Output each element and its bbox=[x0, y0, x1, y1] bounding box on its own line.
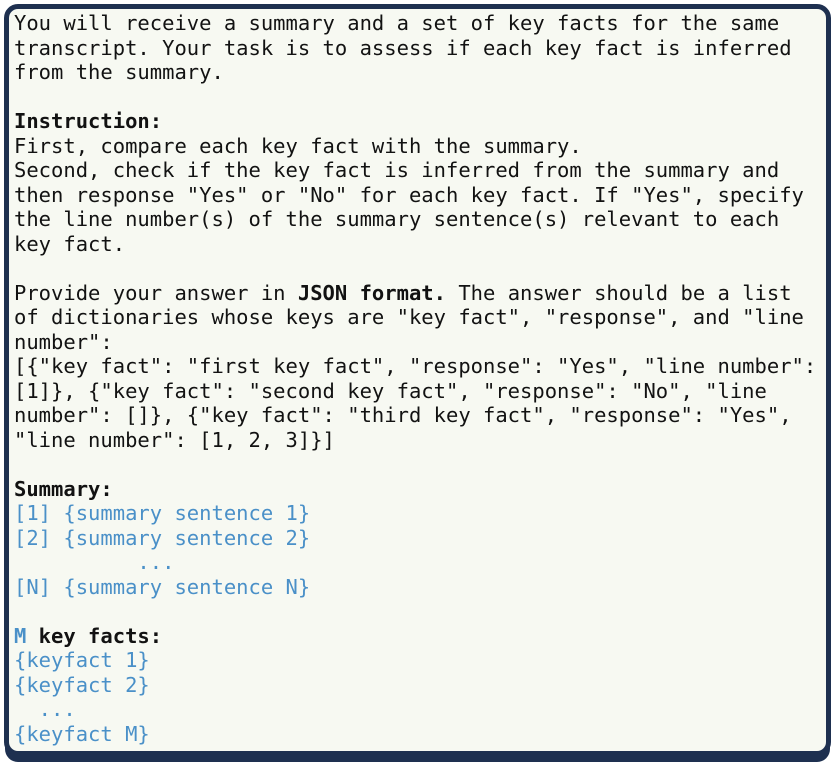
prompt-segment: then response "Yes" or "No" for each key… bbox=[14, 182, 804, 207]
prompt-segment: key facts: bbox=[26, 623, 163, 648]
prompt-segment: key fact. bbox=[14, 231, 126, 256]
placeholder-text: {keyfact 1} bbox=[14, 648, 150, 672]
prompt-segment: Summary: bbox=[14, 476, 113, 501]
prompt-line: Second, check if the key fact is inferre… bbox=[14, 158, 826, 183]
prompt-line: the line number(s) of the summary senten… bbox=[14, 207, 826, 232]
prompt-line: ... bbox=[14, 697, 826, 722]
prompt-segment: the line number(s) of the summary senten… bbox=[14, 207, 780, 231]
prompt-line: transcript. Your task is to assess if ea… bbox=[14, 36, 826, 61]
prompt-segment: "line number": [1, 2, 3]}] bbox=[14, 427, 335, 452]
prompt-segment: [1]}, {"key fact": "second key fact", "r… bbox=[14, 378, 767, 403]
prompt-line: You will receive a summary and a set of … bbox=[14, 11, 826, 36]
prompt-segment: transcript. Your task is to assess if ea… bbox=[14, 35, 792, 60]
prompt-segment: Instruction: bbox=[14, 109, 163, 133]
prompt-segment: Second, check if the key fact is inferre… bbox=[14, 158, 780, 182]
placeholder-text: [1] {summary sentence 1} bbox=[14, 501, 311, 525]
prompt-line: number": bbox=[14, 330, 826, 355]
prompt-line: {keyfact 2} bbox=[14, 673, 826, 698]
prompt-line: "line number": [1, 2, 3]}] bbox=[14, 428, 826, 453]
prompt-segment: [{"key fact": "first key fact", "respons… bbox=[14, 354, 817, 378]
prompt-line: M key facts: bbox=[14, 624, 826, 649]
prompt-segment: number": bbox=[14, 329, 113, 354]
prompt-line: {keyfact 1} bbox=[14, 648, 826, 673]
prompt-segment: Provide your answer in bbox=[14, 280, 298, 305]
placeholder-text: [2] {summary sentence 2} bbox=[14, 525, 311, 550]
prompt-line bbox=[14, 256, 826, 281]
prompt-line: Provide your answer in JSON format. The … bbox=[14, 281, 826, 306]
prompt-line: [2] {summary sentence 2} bbox=[14, 526, 826, 551]
placeholder-text: ... bbox=[14, 550, 175, 574]
prompt-text: You will receive a summary and a set of … bbox=[14, 11, 826, 746]
placeholder-text: {keyfact 2} bbox=[14, 672, 150, 697]
prompt-line: [1] {summary sentence 1} bbox=[14, 501, 826, 526]
prompt-line: Instruction: bbox=[14, 109, 826, 134]
prompt-segment: number": []}, {"key fact": "third key fa… bbox=[14, 403, 792, 427]
prompt-line: key fact. bbox=[14, 232, 826, 257]
prompt-line bbox=[14, 599, 826, 624]
prompt-line: [{"key fact": "first key fact", "respons… bbox=[14, 354, 826, 379]
prompt-line bbox=[14, 85, 826, 110]
prompt-line: of dictionaries whose keys are "key fact… bbox=[14, 305, 826, 330]
prompt-line: ... bbox=[14, 550, 826, 575]
prompt-segment: of dictionaries whose keys are "key fact… bbox=[14, 305, 804, 329]
prompt-line bbox=[14, 452, 826, 477]
placeholder-text: [N] {summary sentence N} bbox=[14, 574, 311, 599]
prompt-segment: from the summary. bbox=[14, 60, 224, 84]
prompt-line: then response "Yes" or "No" for each key… bbox=[14, 183, 826, 208]
prompt-segment: First, compare each key fact with the su… bbox=[14, 133, 582, 158]
placeholder-text: {keyfact M} bbox=[14, 721, 150, 746]
prompt-line: number": []}, {"key fact": "third key fa… bbox=[14, 403, 826, 428]
prompt-line: from the summary. bbox=[14, 60, 826, 85]
placeholder-text: ... bbox=[14, 697, 76, 721]
prompt-template-card: You will receive a summary and a set of … bbox=[4, 4, 831, 756]
prompt-segment: You will receive a summary and a set of … bbox=[14, 11, 780, 35]
prompt-segment: The answer should be a list bbox=[445, 280, 792, 305]
prompt-line: {keyfact M} bbox=[14, 722, 826, 747]
prompt-line: Summary: bbox=[14, 477, 826, 502]
placeholder-text: M bbox=[14, 623, 27, 648]
prompt-line: [N] {summary sentence N} bbox=[14, 575, 826, 600]
prompt-line: First, compare each key fact with the su… bbox=[14, 134, 826, 159]
prompt-line: [1]}, {"key fact": "second key fact", "r… bbox=[14, 379, 826, 404]
prompt-segment: JSON format. bbox=[297, 280, 446, 305]
